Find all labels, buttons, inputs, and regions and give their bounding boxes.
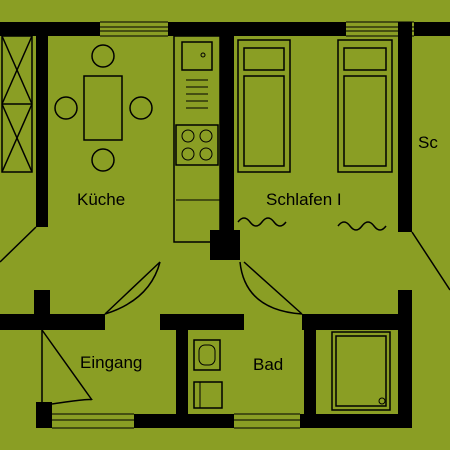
- bed-right: [337, 39, 393, 173]
- room-label-bath: Bad: [253, 355, 283, 374]
- left-door-swing: [0, 226, 37, 263]
- entrance-door-threshold: [52, 413, 134, 429]
- blanket-wave-right: [337, 221, 387, 231]
- room-label-entrance: Eingang: [80, 353, 142, 372]
- dining-table-set: [54, 44, 153, 172]
- kitchen-door: [104, 261, 161, 315]
- bath-sink: [193, 339, 221, 371]
- top-wall-right: [414, 22, 450, 36]
- entrance-door: [41, 329, 93, 405]
- room-label-bedroom2: Sc: [418, 133, 438, 152]
- mid-wall-center: [160, 314, 244, 330]
- mid-wall-right: [302, 314, 412, 330]
- bottom-wall-right: [300, 414, 412, 428]
- chimney: [210, 230, 240, 260]
- bottom-wall-mid: [134, 414, 234, 428]
- bath-right-wall: [304, 314, 316, 428]
- bath-left-wall: [176, 314, 188, 428]
- bedroom-divider-wall: [398, 22, 412, 232]
- right-outer-wall: [398, 290, 412, 428]
- bath-window: [234, 413, 300, 429]
- chair-bottom: [91, 148, 115, 172]
- bedroom-door: [239, 261, 303, 315]
- bedroom2-door-swing: [411, 231, 450, 291]
- chair-left: [54, 96, 78, 120]
- kitchen-counter: [173, 35, 221, 243]
- kitchen-sink: [181, 41, 213, 71]
- kitchen-bedroom-wall: [220, 22, 234, 260]
- walls: [0, 21, 450, 429]
- burner-2: [199, 129, 213, 143]
- bed-left: [237, 39, 291, 173]
- drainboard: [186, 79, 208, 109]
- stove: [175, 124, 219, 166]
- room-label-bedroom1: Schlafen I: [266, 190, 342, 209]
- burner-4: [199, 147, 213, 161]
- burner-1: [181, 129, 195, 143]
- bathtub: [331, 331, 391, 411]
- blanket-wave-left: [237, 217, 287, 227]
- burner-3: [181, 147, 195, 161]
- chair-right: [129, 96, 153, 120]
- top-window-kitchen: [100, 21, 168, 37]
- storage-cross-box: [1, 35, 33, 173]
- left-wall: [36, 22, 48, 227]
- top-wall-mid: [168, 22, 346, 36]
- toilet: [193, 381, 223, 409]
- mid-wall-left: [0, 314, 105, 330]
- bottom-wall-left: [36, 402, 52, 428]
- dining-table: [83, 75, 123, 141]
- chair-top: [91, 44, 115, 68]
- top-wall-left: [0, 22, 100, 36]
- room-label-kitchen: Küche: [77, 190, 125, 209]
- entrance-stub: [34, 290, 50, 330]
